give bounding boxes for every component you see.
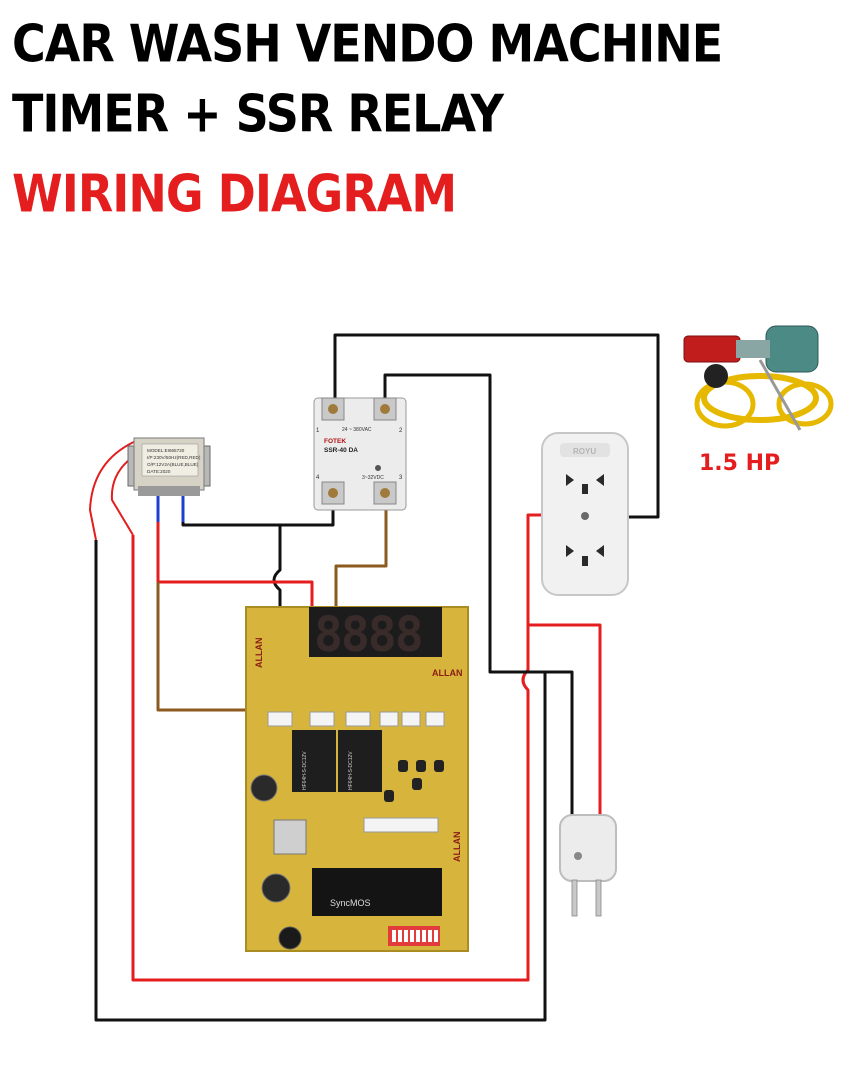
- power-plug: [559, 814, 617, 917]
- wire-black-board-lead: [272, 525, 282, 715]
- controller-board: ALLAN ALLAN ALLAN 8888 HF64H-S-DC12V HF6…: [245, 606, 469, 952]
- ssr-input-range: 3~32VDC: [362, 475, 384, 481]
- transformer-label-1: I/P:230V/50Hz(RED,RED): [147, 455, 201, 460]
- relay-2-label: HF64H-S-DC12V: [348, 751, 354, 790]
- ssr-terminal-3: 3: [399, 475, 403, 481]
- transformer-label-0: MODEL:EI665730: [147, 448, 185, 453]
- led-display: 8888: [314, 607, 422, 663]
- ssr-terminal-4: 4: [316, 475, 320, 481]
- wire-black-outlet-to-pump: [333, 333, 660, 519]
- wire-red-main-loop: [131, 513, 580, 982]
- transformer: MODEL:EI665730 I/P:230V/50Hz(RED,RED) O/…: [127, 437, 211, 496]
- relay-1-label: HF64H-S-DC12V: [302, 751, 308, 790]
- board-brand-right: ALLAN: [452, 832, 462, 863]
- power-outlet: ROYU: [541, 432, 629, 596]
- title-line-3: WIRING DIAGRAM: [12, 163, 457, 224]
- wire-transformer-primary-1: [89, 439, 139, 541]
- transformer-label-3: DATE:2020: [147, 469, 171, 474]
- outlet-brand: ROYU: [573, 447, 596, 456]
- ssr-terminal-1: 1: [316, 428, 320, 434]
- transformer-label-2: O/P:12V2A(BLUE,BLUE): [147, 462, 199, 467]
- mcu-label: SyncMOS: [330, 898, 371, 908]
- wire-black-dc-to-board: [181, 505, 335, 527]
- pressure-pump: [683, 325, 834, 431]
- pump-label: 1.5 HP: [699, 451, 780, 476]
- wire-black-ssr-to-plug: [383, 373, 574, 820]
- board-brand-top: ALLAN: [432, 668, 463, 678]
- ssr-model: SSR-40 DA: [324, 447, 358, 454]
- ssr-brand: FOTEK: [324, 438, 346, 445]
- board-brand-left: ALLAN: [254, 638, 264, 669]
- title-line-2: TIMER + SSR RELAY: [12, 83, 504, 144]
- ssr-load-range: 24 ~ 380VAC: [342, 427, 372, 433]
- title-line-1: CAR WASH VENDO MACHINE: [12, 13, 723, 74]
- ssr-terminal-2: 2: [399, 428, 403, 434]
- wire-red-to-plug: [528, 623, 602, 820]
- ssr-relay: 1 2 4 3 24 ~ 380VAC FOTEK SSR-40 DA 3~32…: [313, 397, 407, 511]
